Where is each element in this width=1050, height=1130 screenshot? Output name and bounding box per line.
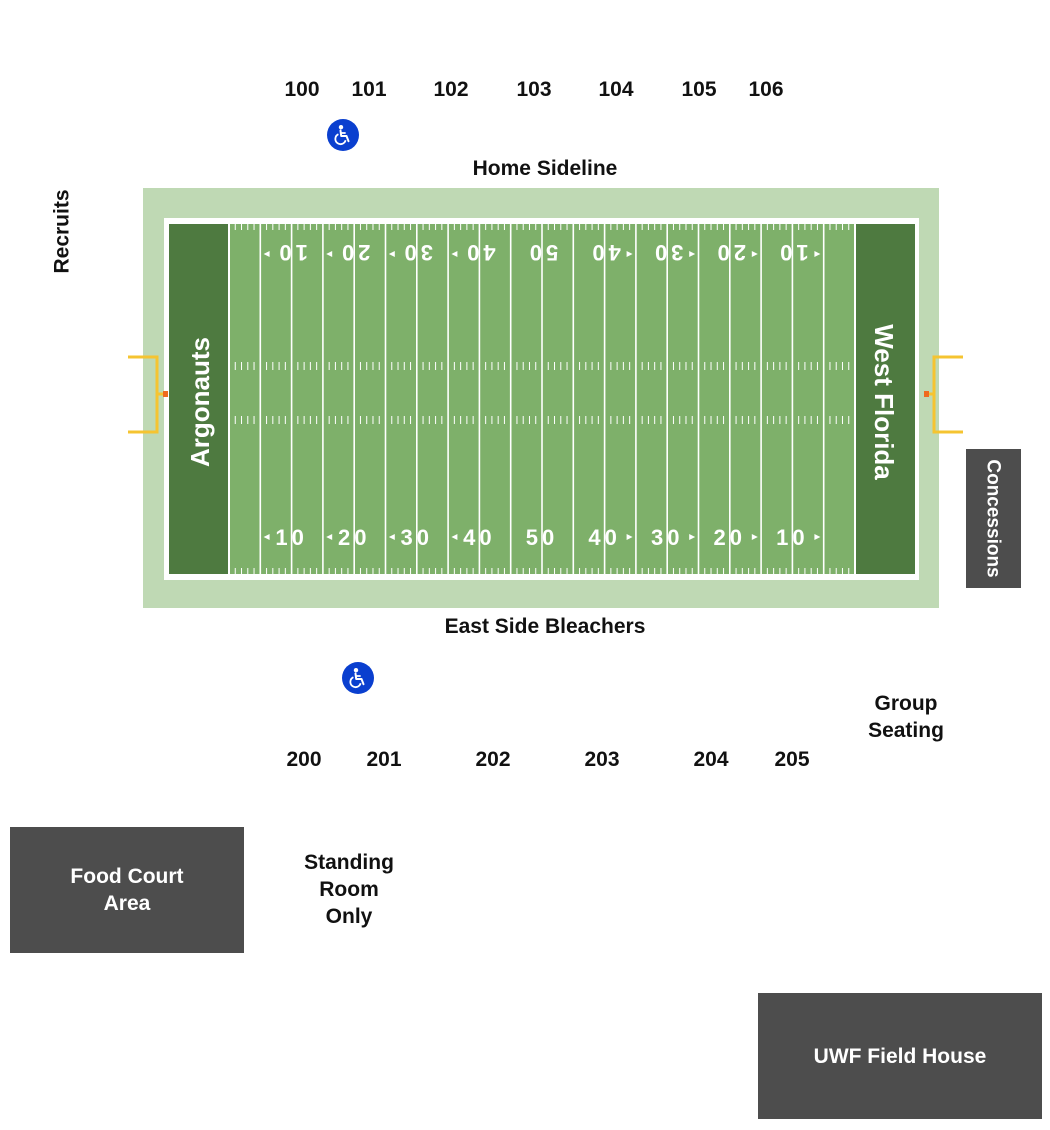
left-endzone	[169, 224, 229, 574]
section-204[interactable]: 204	[693, 748, 729, 771]
direction-arrow	[451, 534, 458, 540]
left-endzone-label: Argonauts	[185, 337, 215, 467]
direction-arrow	[326, 251, 333, 257]
section-104[interactable]: 104	[598, 78, 634, 101]
yard-number: 20	[338, 240, 370, 265]
section-102[interactable]: 102	[433, 78, 469, 101]
recruits-label[interactable]: Recruits	[50, 189, 74, 274]
wheelchair-icon-glyph	[334, 125, 350, 146]
section-100[interactable]: 100	[284, 78, 320, 101]
section-203[interactable]: 203	[584, 748, 620, 771]
section-101[interactable]: 101	[351, 78, 387, 101]
yard-number: 20	[338, 525, 370, 550]
direction-arrow	[263, 534, 270, 540]
direction-arrow	[626, 534, 633, 540]
right-endzone-label: West Florida	[869, 324, 899, 480]
food-court-area[interactable]: Food Court Area	[10, 827, 244, 953]
field-house-label: UWF Field House	[813, 1044, 987, 1068]
section-200[interactable]: 200	[286, 748, 322, 771]
direction-arrow	[451, 251, 458, 257]
section-106[interactable]: 106	[748, 78, 784, 101]
direction-arrow	[814, 251, 821, 257]
east-bleachers-label: East Side Bleachers	[444, 615, 646, 638]
wheelchair-icon[interactable]	[342, 662, 374, 694]
uwf-field-house[interactable]: UWF Field House	[758, 993, 1042, 1119]
yard-number: 20	[714, 240, 746, 265]
wheelchair-icon-glyph	[349, 668, 365, 689]
direction-arrow	[263, 251, 270, 257]
yard-number: 10	[776, 525, 808, 550]
yard-number: 50	[526, 240, 558, 265]
yard-number: 30	[651, 240, 683, 265]
direction-arrow	[751, 534, 758, 540]
right-endzone	[855, 224, 915, 574]
pylon	[163, 391, 168, 397]
yard-number: 30	[401, 240, 433, 265]
yard-number: 10	[275, 240, 307, 265]
yard-number: 40	[463, 525, 495, 550]
concessions-label: Concessions	[983, 459, 1005, 578]
section-201[interactable]: 201	[366, 748, 402, 771]
yard-number: 40	[588, 240, 620, 265]
yard-number: 30	[401, 525, 433, 550]
yard-number: 30	[651, 525, 683, 550]
section-202[interactable]: 202	[475, 748, 511, 771]
food-court-label: Food Court Area	[70, 865, 184, 915]
yard-number: 10	[275, 525, 307, 550]
direction-arrow	[689, 251, 696, 257]
direction-arrow	[751, 251, 758, 257]
direction-arrow	[388, 251, 395, 257]
home-sideline-label: Home Sideline	[472, 157, 618, 180]
pylon	[924, 391, 929, 397]
direction-arrow	[326, 534, 333, 540]
group-seating-label[interactable]: Group Seating	[868, 692, 944, 742]
section-105[interactable]: 105	[681, 78, 717, 101]
direction-arrow	[814, 534, 821, 540]
concessions-area[interactable]: Concessions	[966, 449, 1021, 588]
wheelchair-icon[interactable]	[327, 119, 359, 151]
yard-number: 10	[776, 240, 808, 265]
direction-arrow	[388, 534, 395, 540]
yard-number: 20	[714, 525, 746, 550]
direction-arrow	[689, 534, 696, 540]
yard-number: 40	[588, 525, 620, 550]
section-205[interactable]: 205	[774, 748, 810, 771]
yard-number: 40	[463, 240, 495, 265]
direction-arrow	[626, 251, 633, 257]
standing-room-label[interactable]: Standing Room Only	[304, 851, 394, 928]
section-103[interactable]: 103	[516, 78, 552, 101]
yard-number: 50	[526, 525, 558, 550]
